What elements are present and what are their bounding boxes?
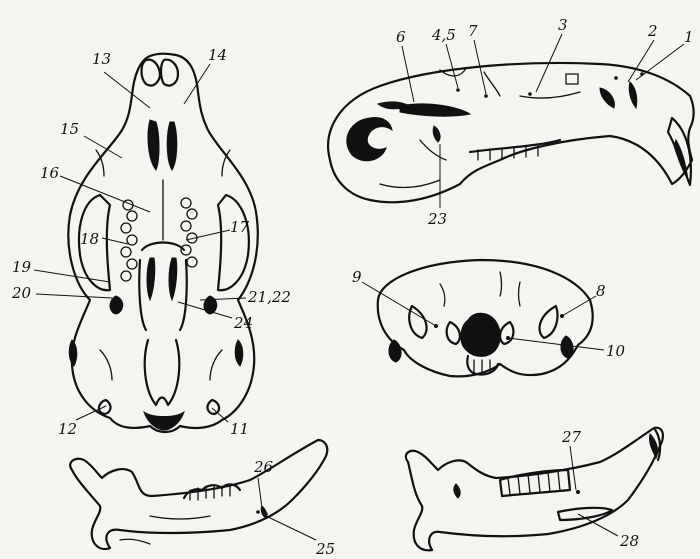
label-17: 17 [230,218,250,236]
mandible-left-view [70,440,327,549]
label-3: 3 [558,16,568,34]
label-10: 10 [606,342,626,360]
label-6: 6 [396,28,406,46]
label-15: 15 [60,120,79,138]
label-20: 20 [11,284,32,302]
label-25: 25 [315,540,335,558]
skull-posterior-view [378,260,593,376]
molar-row-left [121,200,137,281]
label-18: 18 [80,230,99,248]
label-23: 23 [427,210,447,228]
label-27: 27 [561,428,582,446]
label-9: 9 [352,268,362,286]
label-4-5: 4,5 [431,26,456,44]
skull-lateral-view [328,63,694,202]
label-26: 26 [253,458,274,476]
label-13: 13 [92,50,111,68]
label-12: 12 [58,420,77,438]
leader-lines [34,34,684,540]
label-7: 7 [468,22,478,40]
label-11: 11 [230,420,249,438]
label-24: 24 [233,314,253,332]
label-1: 1 [684,28,694,46]
label-19: 19 [12,258,32,276]
label-2: 2 [647,22,658,40]
label-16: 16 [40,164,60,182]
label-14: 14 [208,46,227,64]
label-21-22: 21,22 [247,288,291,306]
part-labels: 1 2 3 4,5 6 7 8 9 10 11 12 13 14 15 16 1… [11,16,694,558]
label-8: 8 [596,282,606,300]
label-28: 28 [619,532,639,550]
molar-row-right [181,198,197,267]
